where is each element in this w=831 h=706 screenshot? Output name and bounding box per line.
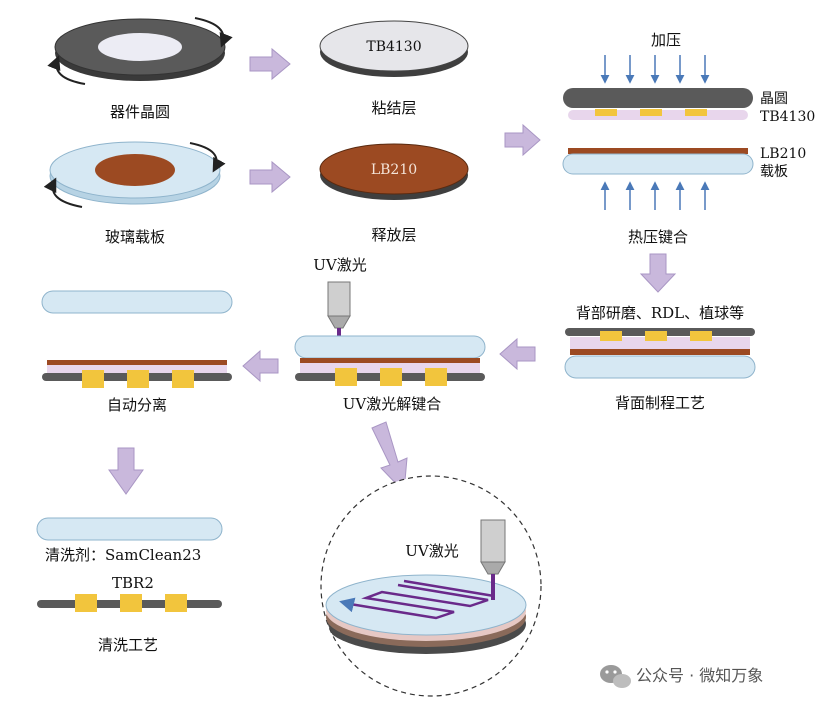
separated-wafer (42, 360, 232, 388)
bonding-stack-top (563, 88, 753, 120)
label-backside-ops: 背部研磨、RDL、植球等 (576, 304, 744, 322)
cleaned-wafer (37, 594, 222, 612)
arrow-left-2 (242, 349, 279, 383)
label-release-layer: 释放层 (371, 226, 416, 244)
label-device-wafer: 器件晶圆 (110, 103, 170, 121)
wechat-icon (600, 665, 631, 688)
zoom-detail: UV激光 (320, 475, 542, 697)
label-pressure: 加压 (651, 31, 681, 49)
label-carrier: 载板 (760, 164, 788, 180)
laser-scan-path (339, 579, 495, 620)
label-adhesive-layer: 粘结层 (371, 99, 416, 117)
bonding-stack-bottom (562, 148, 754, 175)
label-cleaning-process: 清洗工艺 (98, 636, 158, 654)
glass-carrier-graphic (43, 141, 226, 208)
device-wafer-graphic (47, 17, 233, 85)
watermark: 公众号 · 微知万象 (600, 665, 763, 688)
label-cleaner: 清洗剂：SamClean23 (45, 546, 201, 564)
label-uv-laser-zoom: UV激光 (405, 542, 458, 560)
label-tb4130: TB4130 (760, 109, 815, 125)
separated-glass (41, 290, 233, 314)
arrow-left-1 (499, 337, 536, 371)
release-layer-graphic: LB210 (319, 143, 469, 200)
label-uv-debond: UV激光解键合 (343, 395, 441, 413)
pressure-arrows-down (600, 55, 710, 84)
label-uv-laser-top: UV激光 (313, 256, 366, 274)
arrow-down-1 (639, 253, 677, 293)
cleaned-glass (36, 517, 223, 541)
label-backside-process: 背面制程工艺 (615, 394, 705, 412)
debond-stack (294, 335, 486, 386)
label-thermo-bond: 热压键合 (628, 228, 688, 246)
arrow-right-3 (504, 123, 541, 157)
arrow-right-1 (249, 47, 291, 81)
lb210-disc-label: LB210 (371, 162, 417, 178)
watermark-text: 公众号 · 微知万象 (636, 666, 763, 685)
arrow-down-2 (108, 447, 144, 495)
label-wafer: 晶圆 (760, 91, 788, 107)
label-glass-carrier: 玻璃载板 (105, 228, 165, 246)
adhesive-layer-graphic: TB4130 (319, 20, 469, 77)
arrow-zoom (371, 421, 408, 494)
label-auto-separation: 自动分离 (107, 396, 167, 414)
label-tbr2: TBR2 (112, 574, 154, 592)
tb4130-disc-label: TB4130 (366, 39, 421, 55)
arrow-right-2 (249, 160, 291, 194)
label-lb210: LB210 (760, 146, 806, 162)
pressure-arrows-up (600, 181, 710, 210)
backside-stack (564, 328, 756, 379)
uv-laser-head-zoom (480, 519, 506, 600)
